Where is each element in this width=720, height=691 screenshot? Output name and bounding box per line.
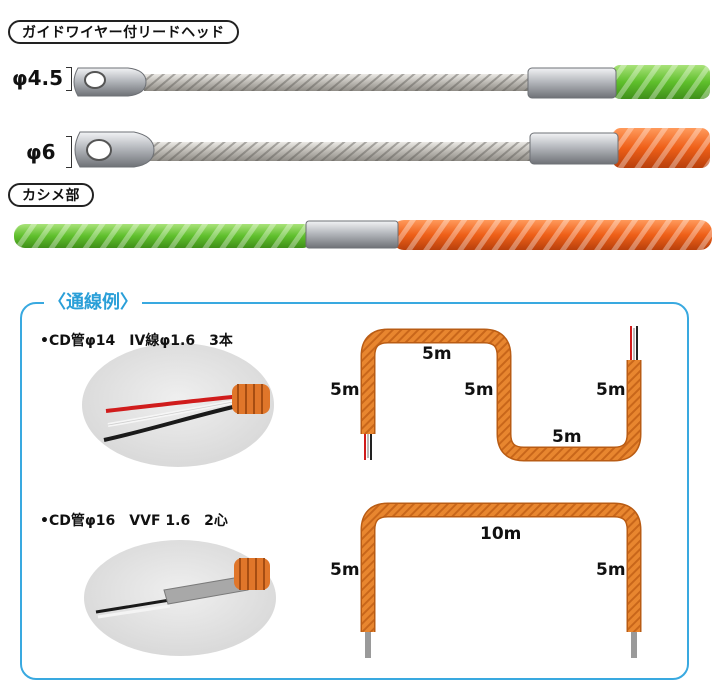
diameter-label-4-5: φ4.5 xyxy=(12,66,64,90)
vvf-end-right xyxy=(631,632,637,658)
diameter-label-6: φ6 xyxy=(26,140,56,164)
conduit-route-example-2 xyxy=(360,502,642,658)
length-label-top: 5m xyxy=(422,344,452,364)
dim-bracket-4-5 xyxy=(66,67,72,91)
cable-photo-3-wires xyxy=(82,343,274,467)
length-label-right: 5m xyxy=(596,380,626,400)
example-1-title: •CD管φ14 IV線φ1.6 3本 xyxy=(40,333,233,349)
panel-title: 〈通線例〉 xyxy=(44,288,142,314)
conduit-route-example-1 xyxy=(360,326,642,462)
wiring-examples-panel xyxy=(20,302,689,680)
length-label-mid: 5m xyxy=(464,380,494,400)
length-label-bottom: 5m xyxy=(552,427,582,447)
wire-end-right xyxy=(630,326,638,360)
dim-bracket-6 xyxy=(66,136,72,168)
section-label-crimp-part: カシメ部 xyxy=(8,183,94,207)
guide-wire-4-5 xyxy=(73,65,710,99)
length-label-right-2: 5m xyxy=(596,560,626,580)
crimp-section xyxy=(14,220,712,250)
example-2-title: •CD管φ16 VVF 1.6 2心 xyxy=(40,513,228,529)
length-label-left-2: 5m xyxy=(330,560,360,580)
vvf-end-left xyxy=(365,632,371,658)
length-label-top-10m: 10m xyxy=(480,524,522,544)
guide-wire-6 xyxy=(74,128,710,168)
length-label-left: 5m xyxy=(330,380,360,400)
cable-photo-vvf xyxy=(84,540,276,656)
wire-end-left xyxy=(364,434,372,460)
section-label-guide-wire-head: ガイドワイヤー付リードヘッド xyxy=(8,20,239,44)
